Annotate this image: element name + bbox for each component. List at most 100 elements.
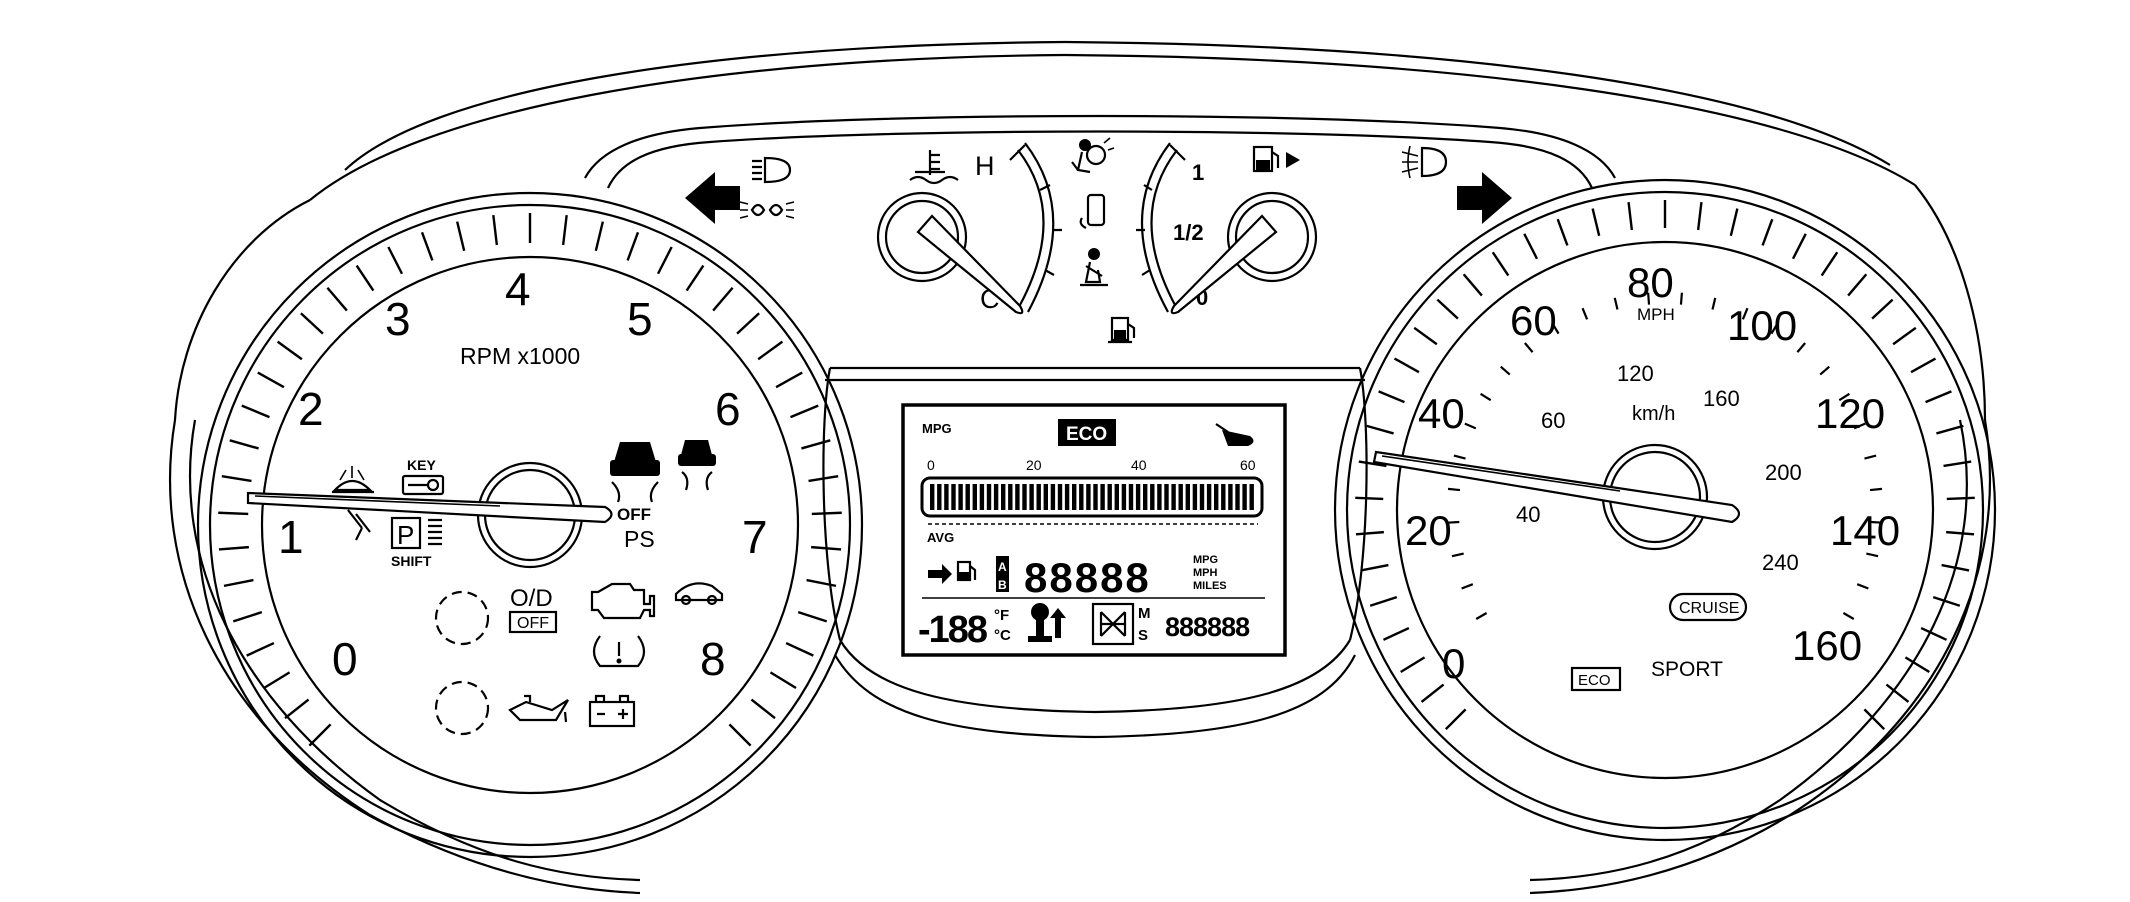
lcd-unit-mpg: MPG — [1193, 554, 1218, 566]
speedo-tick-35 — [1941, 563, 1970, 572]
speedo-kmh-label: km/h — [1632, 403, 1675, 425]
eco-mode-indicator-frame — [1570, 666, 1622, 692]
tach-tick-10 — [241, 404, 270, 419]
door-ajar-icon — [674, 582, 724, 606]
turn-signal-right-icon — [1457, 172, 1512, 224]
speedo-kmh-60: 60 — [1541, 408, 1565, 433]
fuel-gauge: 1 1/2 0 — [1136, 142, 1318, 315]
tach-number-3: 3 — [385, 293, 411, 345]
speedo-mph-numbers: 0 20 40 60 80 100 120 140 160 — [1405, 259, 1900, 687]
check-engine-icon — [590, 582, 656, 620]
speedo-mph-60: 60 — [1510, 297, 1557, 344]
speedo-tick-11 — [1393, 357, 1420, 374]
speedo-mph-40: 40 — [1418, 390, 1465, 437]
tach-tick-13 — [300, 312, 324, 335]
tach-tick-4 — [232, 611, 263, 623]
speedo-kmh-tick-27 — [1842, 612, 1855, 620]
lcd-scale-60: 60 — [1240, 457, 1256, 473]
lcd-bar-segment — [1029, 484, 1034, 510]
speedo-tick-28 — [1892, 326, 1917, 346]
tach-tick-5 — [223, 578, 254, 588]
seatbelt-icon — [1080, 248, 1108, 287]
lcd-bar-segment — [1001, 484, 1006, 510]
traction-off-icon: OFF — [610, 442, 660, 524]
lcd-manual-m: M — [1138, 605, 1151, 622]
tach-tick-27 — [736, 312, 760, 335]
tach-tick-3 — [246, 641, 275, 657]
speedo-kmh-tick-11 — [1581, 307, 1589, 320]
lcd-trip-a: A — [998, 560, 1007, 574]
speedo-kmh-tick-12 — [1613, 297, 1619, 310]
lcd-bar-segment — [1242, 484, 1247, 510]
tach-tick-12 — [276, 340, 303, 361]
speedo-mph-100: 100 — [1727, 302, 1797, 349]
fuel-door-side-icon — [1252, 145, 1300, 173]
temp-hub-outer — [876, 191, 968, 283]
tach-tick-14 — [326, 286, 348, 312]
lcd-bar-segment — [1107, 484, 1112, 510]
tach-tick-21 — [561, 215, 568, 246]
lcd-bar-segment — [951, 484, 956, 510]
tach-tick-22 — [594, 221, 605, 252]
tach-tick-38 — [769, 671, 797, 690]
fuel-hub-inner — [1234, 199, 1310, 275]
lcd-bar-segment — [1057, 484, 1063, 510]
speedo-kmh-tick-5 — [1453, 454, 1466, 460]
tach-tick-34 — [811, 545, 842, 551]
speedo-tick-39 — [1885, 683, 1910, 703]
lcd-bar-segment — [965, 484, 970, 510]
tach-tick-23 — [626, 231, 640, 261]
speedo-tick-26 — [1847, 273, 1868, 297]
lcd-bar-segment — [1157, 484, 1162, 510]
lcd-main-digits: 88888 — [1024, 554, 1151, 601]
washer-fluid-icon — [332, 466, 374, 494]
speedo-kmh-tick-0 — [1475, 612, 1488, 620]
speedo-tick-14 — [1462, 273, 1483, 297]
tire-pressure-icon — [592, 635, 646, 668]
high-beam-icon — [752, 156, 792, 184]
park-shift-icon: P SHIFT — [390, 516, 442, 569]
tach-tick-1 — [284, 698, 310, 720]
lcd-bar-segment — [1086, 484, 1091, 510]
speedo-kmh-120: 120 — [1617, 361, 1654, 386]
fuel-full-label: 1 — [1192, 160, 1204, 185]
lcd-bar-segment — [1143, 484, 1148, 510]
tach-tick-29 — [775, 371, 803, 389]
lcd-bar-segment — [979, 484, 985, 510]
speedo-tick-15 — [1491, 251, 1510, 277]
lcd-bar-segment — [1064, 484, 1070, 510]
speedo-kmh-tick-4 — [1447, 487, 1461, 492]
traction-off-label: OFF — [617, 505, 651, 524]
lcd-gear-shift-icon — [1028, 603, 1066, 642]
tach-number-8: 8 — [700, 633, 726, 685]
tach-tick-35 — [806, 578, 837, 588]
speedo-tick-33 — [1946, 496, 1975, 501]
lcd-bar-segment — [1043, 484, 1048, 510]
lcd-bar-segment — [1121, 484, 1127, 510]
key-warning-label: KEY — [407, 457, 436, 473]
speedo-tick-37 — [1920, 626, 1948, 641]
oil-pressure-icon — [508, 694, 569, 723]
tach-tick-16 — [387, 246, 404, 275]
speedo-kmh-tick-15 — [1711, 297, 1717, 310]
lcd-bar-segment — [958, 484, 963, 510]
speedo-outer-bezel — [1333, 178, 1997, 842]
tach-tick-17 — [420, 231, 434, 261]
low-fuel-icon — [1108, 316, 1136, 344]
speedo-mph-label: MPH — [1637, 305, 1675, 324]
speedo-kmh-tick-20 — [1838, 392, 1851, 402]
tach-tick-8 — [221, 475, 252, 483]
lcd-temp-digits: -188 — [918, 609, 987, 651]
speedo-tick-29 — [1910, 357, 1937, 374]
indicator-placeholder-upper — [434, 590, 490, 646]
shift-label: SHIFT — [391, 553, 432, 569]
lcd-fuel-range-icon — [928, 560, 977, 584]
tach-tick-36 — [797, 611, 828, 623]
speedo-tick-7 — [1355, 496, 1384, 501]
tach-tick-40 — [728, 723, 752, 747]
tach-numbers: 0 1 2 3 4 5 6 7 8 — [278, 263, 768, 685]
stability-control-icon — [678, 440, 716, 491]
tach-tick-9 — [229, 439, 259, 450]
lcd-eco-badge — [1058, 419, 1116, 446]
